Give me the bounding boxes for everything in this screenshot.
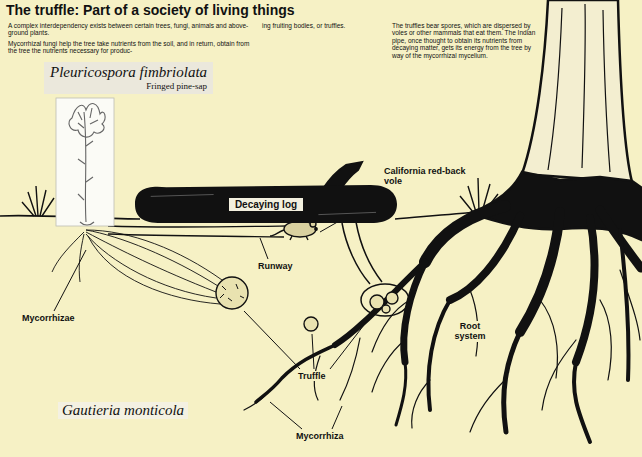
runway: [108, 226, 286, 237]
note-text: Mycorrhizal fungi help the tree take nut…: [8, 40, 258, 55]
common-name: Fringed pine-sap: [50, 81, 207, 91]
leader-line: [270, 402, 302, 429]
species-name: Pleuricospora fimbriolata: [50, 64, 207, 81]
pine-sap-picture: [56, 98, 114, 226]
mycorrhizal-threads: [86, 230, 222, 280]
tree-trunk: [548, 4, 610, 172]
vole: [284, 221, 316, 237]
part-label: Truffle: [296, 371, 328, 381]
truffle: [382, 305, 390, 313]
part-label: Mycorrhizae: [20, 313, 77, 323]
truffle: [220, 284, 244, 301]
vole: [270, 230, 284, 236]
truffle: [216, 277, 398, 331]
mycorrhizal-threads: [88, 236, 220, 304]
mycorrhizal-threads: [86, 232, 216, 292]
truffle: [216, 277, 248, 309]
note-text: The truffles bear spores, which are disp…: [392, 22, 540, 59]
burrow: [361, 284, 409, 316]
leader-line: [312, 334, 314, 369]
part-label: Runway: [256, 261, 295, 271]
root-system: [372, 340, 405, 392]
root-system: [540, 300, 557, 378]
pine-sap-picture: [69, 104, 105, 137]
log-outline: [151, 195, 376, 215]
root-system: [576, 218, 594, 362]
root-system: [504, 332, 520, 432]
truffle: [386, 292, 398, 304]
log-shape: Decaying log: [135, 185, 397, 223]
burrow: [356, 222, 382, 282]
log-outline: [135, 185, 397, 223]
root-system: [574, 362, 590, 442]
root-system: [396, 362, 406, 425]
root-system: [412, 380, 430, 428]
part-label: Root system: [446, 321, 494, 342]
pine-sap-picture: [84, 112, 86, 222]
burrow: [342, 222, 409, 316]
leader-line: [330, 312, 374, 369]
root-system: [620, 270, 640, 340]
root-system: [340, 338, 360, 400]
species-box: Pleuricospora fimbriolataFringed pine-sa…: [44, 62, 213, 94]
root-system: [520, 212, 560, 332]
root-system: [425, 206, 505, 262]
vole: [270, 221, 317, 240]
pine-sap-picture: [69, 104, 105, 225]
truffle: [304, 317, 318, 331]
species-name: Gautieria monticola: [58, 402, 188, 419]
pine-sap-picture: [56, 98, 114, 226]
root-system: [244, 270, 640, 432]
part-label: Mycorrhiza: [294, 431, 346, 441]
root-system: [450, 216, 520, 300]
leader-line: [54, 250, 86, 311]
pine-sap-picture: [78, 108, 98, 124]
grass-tuft: [22, 186, 54, 216]
root-system: [244, 392, 268, 410]
root-system: [256, 345, 335, 402]
mycorrhizal-threads: [86, 230, 218, 286]
leader-line: [260, 238, 268, 259]
root-system: [620, 230, 629, 380]
root-system: [470, 380, 505, 432]
vole: [290, 236, 308, 240]
part-label: California red-back vole: [384, 166, 466, 187]
leader-line: [54, 192, 390, 429]
root-system: [542, 340, 576, 410]
note-text: A complex interdependency exists between…: [8, 22, 258, 37]
root-system: [244, 206, 641, 442]
pine-sap-picture: [80, 222, 94, 225]
leader-line: [244, 311, 300, 369]
runway: [108, 226, 286, 227]
vole: [315, 228, 317, 230]
log-label: Decaying log: [229, 198, 303, 211]
leader-line: [332, 406, 342, 429]
note-text: ing fruiting bodies, or truffles.: [262, 22, 386, 29]
root-system: [428, 300, 450, 410]
title: The truffle: Part of a society of living…: [6, 2, 295, 18]
root-system: [600, 300, 611, 380]
runway: [108, 234, 284, 237]
tree-trunk: [522, 0, 632, 182]
